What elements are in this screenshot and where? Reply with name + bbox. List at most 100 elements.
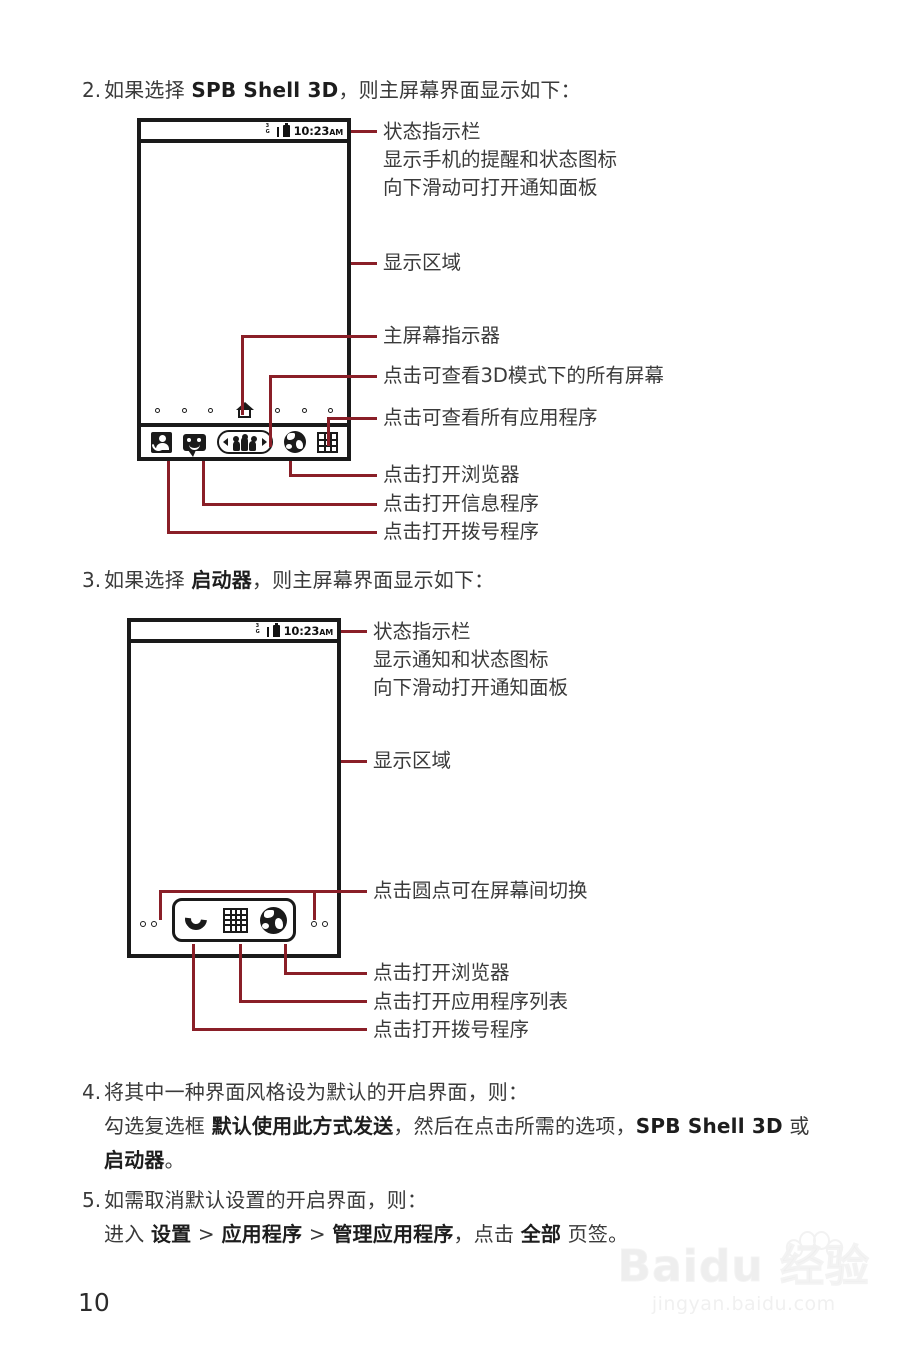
step-4-l2-e: 或 bbox=[782, 1114, 810, 1138]
callout-status-bar-1-line3: 向下滑动可打开通知面板 bbox=[383, 176, 598, 199]
leader-dialer-2-h bbox=[192, 1028, 367, 1031]
callout-status-bar-1-line1: 状态指示栏 bbox=[383, 120, 481, 143]
page-dot[interactable] bbox=[208, 407, 213, 413]
step-5-l2-g: ，点击 bbox=[453, 1222, 521, 1246]
leader-all-apps-v bbox=[327, 417, 330, 446]
leader-status-bar-1 bbox=[351, 130, 377, 133]
leader-app-list-v bbox=[239, 944, 242, 1002]
home-screen-2 bbox=[131, 643, 337, 954]
status-bar-1-clock: 10:23AM bbox=[293, 123, 344, 138]
leader-browser-2-v bbox=[284, 944, 287, 974]
page-number: 10 bbox=[78, 1288, 110, 1317]
page-dot[interactable] bbox=[311, 921, 317, 927]
step-4-line-2: 勾选复选框 默认使用此方式发送，然后在点击所需的选项，SPB Shell 3D … bbox=[104, 1112, 810, 1140]
step-2-term: SPB Shell 3D bbox=[191, 78, 339, 102]
step-3-part-1: 如果选择 bbox=[104, 568, 192, 592]
leader-messaging-1-v bbox=[202, 461, 205, 505]
step-4-checkbox-label: 默认使用此方式发送 bbox=[211, 1114, 394, 1138]
step-3-text: 如果选择 启动器，则主屏幕界面显示如下： bbox=[104, 566, 494, 594]
callout-open-messaging-1: 点击打开信息程序 bbox=[383, 492, 540, 515]
step-5-all-tab: 全部 bbox=[520, 1222, 562, 1246]
step-4-line-3: 启动器。 bbox=[104, 1146, 185, 1174]
step-4-option-launcher: 启动器 bbox=[104, 1148, 165, 1172]
step-5-line-2: 进入 设置 > 应用程序 > 管理应用程序，点击 全部 页签。 bbox=[104, 1220, 628, 1248]
leader-status-bar-2 bbox=[341, 630, 367, 633]
home-icon[interactable] bbox=[235, 401, 254, 419]
page-dot[interactable] bbox=[275, 407, 280, 413]
leader-app-list-h bbox=[239, 1000, 367, 1003]
callout-status-bar-2-line3: 向下滑动打开通知面板 bbox=[373, 676, 569, 699]
page-dot[interactable] bbox=[151, 921, 157, 927]
step-4-l2-a: 勾选复选框 bbox=[104, 1114, 212, 1138]
callout-view-all-apps: 点击可查看所有应用程序 bbox=[383, 406, 598, 429]
step-4-option-spb: SPB Shell 3D bbox=[635, 1114, 783, 1138]
step-2-number: 2. bbox=[82, 78, 102, 102]
page-dot[interactable] bbox=[322, 921, 328, 927]
callout-status-bar-1: 状态指示栏 显示手机的提醒和状态图标 向下滑动可打开通知面板 bbox=[383, 118, 617, 202]
step-5-settings: 设置 bbox=[150, 1222, 192, 1246]
leader-display-area-2 bbox=[341, 760, 367, 763]
callout-open-browser-2: 点击打开浏览器 bbox=[373, 961, 510, 984]
contacts-icon[interactable] bbox=[148, 431, 172, 454]
app-list-grid-icon[interactable] bbox=[223, 907, 248, 933]
browser-icon[interactable] bbox=[283, 431, 306, 453]
leader-browser-1-h bbox=[289, 474, 377, 477]
step-5-l2-a: 进入 bbox=[104, 1222, 151, 1246]
callout-open-dialer-2: 点击打开拨号程序 bbox=[373, 1018, 530, 1041]
step-5-l2-c: > bbox=[191, 1222, 222, 1246]
callout-open-browser-1: 点击打开浏览器 bbox=[383, 463, 520, 486]
dock-bar-1 bbox=[141, 423, 347, 457]
3d-screens-icon[interactable] bbox=[216, 430, 273, 454]
leader-switch-screens-h bbox=[159, 890, 367, 893]
watermark: Baidu 经验 jingyan.baidu.com bbox=[617, 1231, 870, 1315]
callout-open-app-list: 点击打开应用程序列表 bbox=[373, 990, 569, 1013]
callout-home-indicator: 主屏幕指示器 bbox=[383, 324, 501, 347]
leader-home-indicator-h bbox=[241, 335, 377, 338]
step-2-part-3: ，则主屏幕界面显示如下： bbox=[338, 78, 581, 102]
callout-display-area-2: 显示区域 bbox=[373, 749, 452, 772]
step-4-l3-b: 。 bbox=[164, 1148, 185, 1172]
callout-status-bar-2-line2: 显示通知和状态图标 bbox=[373, 648, 549, 671]
page-dots-right bbox=[311, 921, 328, 927]
leader-all-apps-h bbox=[327, 417, 377, 420]
step-2-text: 如果选择 SPB Shell 3D，则主屏幕界面显示如下： bbox=[104, 76, 581, 104]
page-dot[interactable] bbox=[155, 407, 160, 413]
step-5-l2-i: 页签。 bbox=[561, 1222, 629, 1246]
battery-icon bbox=[272, 622, 280, 637]
callout-status-bar-2: 状态指示栏 显示通知和状态图标 向下滑动打开通知面板 bbox=[373, 618, 568, 702]
phone-dialer-icon[interactable] bbox=[180, 903, 212, 935]
watermark-sub-text: jingyan.baidu.com bbox=[651, 1293, 836, 1315]
callout-view-3d: 点击可查看3D模式下的所有屏幕 bbox=[383, 364, 664, 387]
callout-status-bar-1-line2: 显示手机的提醒和状态图标 bbox=[383, 148, 618, 171]
callout-display-area-1: 显示区域 bbox=[383, 251, 462, 274]
page-dot[interactable] bbox=[301, 407, 307, 413]
page-dots-left bbox=[140, 921, 157, 927]
home-screen-1 bbox=[141, 143, 347, 457]
leader-switch-screens-left-v bbox=[159, 890, 162, 920]
watermark-main-text: Baidu 经验 bbox=[617, 1241, 870, 1292]
leader-3d-mode-v bbox=[269, 375, 272, 447]
step-5-l2-e: > bbox=[302, 1222, 333, 1246]
page-dot[interactable] bbox=[328, 407, 333, 413]
step-5-line-1: 如需取消默认设置的开启界面，则： bbox=[104, 1188, 428, 1212]
messaging-icon[interactable] bbox=[182, 433, 206, 457]
step-4-l2-c: ，然后在点击所需的选项， bbox=[393, 1114, 636, 1138]
step-3-term: 启动器 bbox=[191, 568, 252, 592]
leader-home-indicator-v bbox=[241, 335, 244, 415]
leader-dialer-1-v bbox=[167, 461, 170, 533]
page-dot[interactable] bbox=[181, 407, 187, 413]
browser-icon[interactable] bbox=[260, 906, 287, 934]
callout-status-bar-2-line1: 状态指示栏 bbox=[373, 620, 471, 643]
step-5-applications: 应用程序 bbox=[221, 1222, 303, 1246]
page-dot[interactable] bbox=[140, 921, 146, 927]
leader-dialer-1-h bbox=[167, 531, 377, 534]
status-bar-2-clock: 10:23AM bbox=[283, 623, 334, 638]
leader-switch-screens-right-v bbox=[313, 890, 316, 920]
leader-browser-2-h bbox=[284, 972, 367, 975]
step-5-manage-applications: 管理应用程序 bbox=[332, 1222, 454, 1246]
